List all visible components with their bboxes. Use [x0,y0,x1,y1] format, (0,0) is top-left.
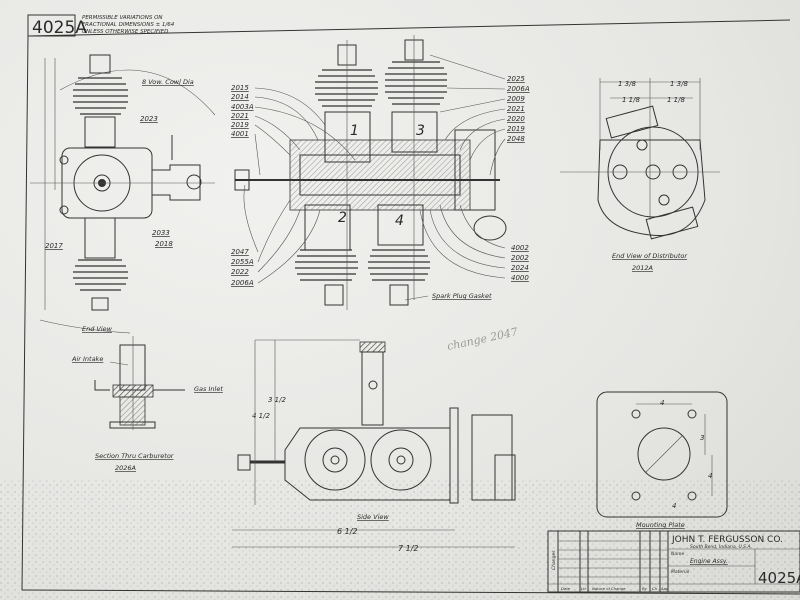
part-label: 2019 [231,121,249,129]
cylinder-number: 4 [395,213,404,229]
dimension-label: 4 [672,502,676,510]
part-label: 2014 [231,93,249,101]
sheet-border [21,19,800,595]
drawing-number-box: 4025A PERMISSIBLE VARIATIONS ON FRACTION… [27,14,175,38]
part-label: 2006A [231,279,254,287]
column-label: Date [561,586,571,591]
title-block-number: 4025A [758,569,800,587]
dimension-label: 1 1/8 [667,96,685,104]
distributor-caption: End View of Distributor [612,252,688,260]
cylinder-number: 2 [338,210,347,226]
part-label: 2019 [507,125,525,133]
dimension-label: 4 [660,399,664,407]
company-location: South Bend, Indiana, U.S.A. [690,544,752,550]
column-label: Ltr [581,586,587,591]
side-view-caption: Side View [357,513,389,521]
mounting-plate-caption: Mounting Plate [636,521,685,529]
column-label: App [660,586,669,591]
handwritten-note: change 2047 [446,325,519,353]
part-label: 2047 [231,248,249,256]
part-label: 2017 [45,242,63,250]
gas-inlet-label: Gas Inlet [194,385,223,393]
column-label: By [642,586,648,591]
part-label: 4002 [511,244,529,252]
part-label: 2022 [231,268,249,276]
drawing-number: 4025A [32,18,87,38]
cylinder-number: 1 [350,123,359,139]
section-labels-left: 2015 2014 4003A 2021 2019 4001 2047 2055… [231,84,254,287]
distributor-part-number: 2012A [632,264,653,272]
part-label: 2024 [511,264,529,272]
part-label: 2025 [507,75,525,83]
dimension-label: 3 [700,434,704,442]
end-view: 8 Vow. Cowl Dia 2023 2033 2018 2017 End … [30,54,216,334]
changes-label: Changes [551,550,557,570]
dimension-label: 4 1/2 [252,412,270,420]
tolerance-note-line: UNLESS OTHERWISE SPECIFIED [82,29,168,35]
cowl-note: 8 Vow. Cowl Dia [142,78,194,86]
part-label: 2002 [511,254,529,262]
material-label: Material [671,569,690,575]
spark-plug-gasket-label: Spark Plug Gasket [432,292,492,300]
air-intake-label: Air Intake [71,355,103,363]
part-label: 2018 [155,240,173,248]
carburetor-section: Air Intake Gas Inlet Section Thru Carbur… [71,336,223,472]
dimension-label: 6 1/2 [337,527,358,536]
company-name: JOHN T. FERGUSSON CO. [671,535,783,545]
dimension-label: 7 1/2 [398,544,419,553]
column-label: Nature of Change [592,586,626,591]
part-label: 2021 [507,105,525,113]
carburetor-part-number: 2026A [115,464,136,472]
dimension-label: 1 1/8 [622,96,640,104]
dimension-label: 1 3/8 [670,80,688,88]
part-label: 2020 [507,115,525,123]
name-label: Name [671,551,685,557]
carburetor-caption: Section Thru Carburetor [95,452,175,460]
column-label: Ch [652,586,658,591]
part-label: 2033 [152,229,170,237]
part-label: 4003A [231,103,254,111]
cylinder-number: 3 [416,123,425,139]
part-label: 4000 [511,274,529,282]
part-label: 2021 [231,112,249,120]
section-labels-right: 2025 2006A 2009 2021 2020 2019 2048 4002… [507,75,530,282]
part-label: 2055A [231,258,254,266]
part-label: 2006A [507,85,530,93]
mounting-plate: 4 3 4 4 Mounting Plate [596,391,728,529]
dimension-label: 3 1/2 [268,396,286,404]
part-label: 2015 [231,84,249,92]
dimension-label: 1 3/8 [618,80,636,88]
name-value: Engine Assy. [690,558,728,565]
part-label: 2048 [507,135,525,143]
part-label: 2023 [140,115,158,123]
end-view-caption: End View [82,325,113,333]
dimension-label: 4 [708,472,712,480]
section-view: 1 2 3 4 2015 2014 4003A 2021 2019 4001 2… [231,35,530,310]
tolerance-note-line: PERMISSIBLE VARIATIONS ON [82,15,163,21]
part-label: 2009 [507,95,525,103]
title-block: Changes Date Ltr Nature of Change By Ch … [547,530,800,593]
distributor-view: 1 3/8 1 3/8 1 1/8 1 1/8 End View of Dist… [560,78,720,272]
tolerance-note-line: FRACTIONAL DIMENSIONS ± 1/64 [82,22,175,28]
part-label: 4001 [231,130,249,138]
